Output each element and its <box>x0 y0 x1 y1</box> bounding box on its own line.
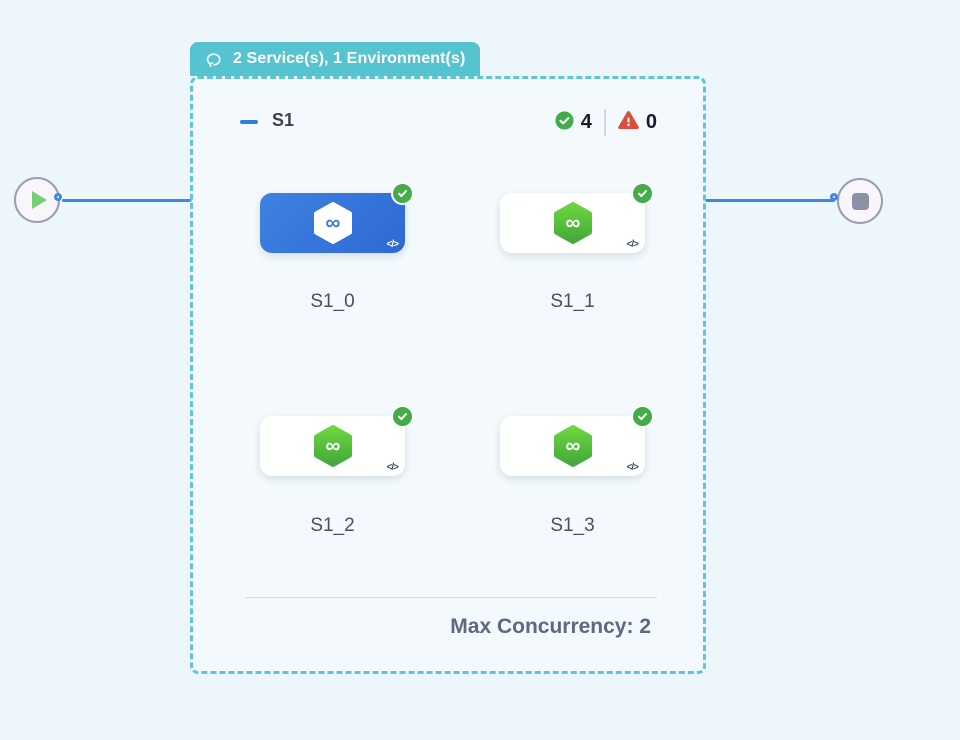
success-badge-icon <box>631 405 654 428</box>
service-label: S1_0 <box>310 291 355 312</box>
services-environments-badge[interactable]: 2 Service(s), 1 Environment(s) <box>190 42 481 76</box>
harness-service-icon: ∞ <box>313 202 352 244</box>
service-label: S1_1 <box>550 291 595 312</box>
stage-status-summary: 4 0 <box>555 109 657 136</box>
services-environments-label: 2 Service(s), 1 Environment(s) <box>233 50 466 67</box>
footer-divider <box>245 597 657 598</box>
success-badge-icon <box>391 405 414 428</box>
harness-service-icon: ∞ <box>313 425 352 467</box>
svg-text:∞: ∞ <box>325 212 340 235</box>
start-node[interactable] <box>14 177 60 223</box>
failed-count: 0 <box>645 111 657 133</box>
stop-icon <box>851 192 869 210</box>
success-badge-icon <box>631 182 654 205</box>
service-label: S1_3 <box>550 515 595 536</box>
success-count: 4 <box>580 111 592 133</box>
edge-start-to-stage <box>62 199 192 202</box>
success-circle-icon <box>555 110 574 135</box>
svg-text:∞: ∞ <box>565 212 580 235</box>
success-badge-icon <box>391 182 414 205</box>
harness-service-icon: ∞ <box>553 202 592 244</box>
code-icon: </> <box>626 462 640 473</box>
end-node[interactable] <box>837 178 883 224</box>
edge-stage-to-end <box>705 199 835 202</box>
svg-text:∞: ∞ <box>325 435 340 458</box>
harness-service-icon: ∞ <box>553 425 592 467</box>
service-card-s1-2[interactable]: ∞ </> <box>260 405 414 476</box>
service-card-s1-3[interactable]: ∞ </> <box>500 405 654 476</box>
service-card-s1-1[interactable]: ∞ </> <box>500 182 654 253</box>
collapse-icon[interactable] <box>240 120 258 124</box>
max-concurrency-label: Max Concurrency: 2 <box>450 615 651 638</box>
code-icon: </> <box>386 239 400 250</box>
service-label: S1_2 <box>310 515 355 536</box>
stats-divider <box>603 109 606 136</box>
svg-text:∞: ∞ <box>565 435 580 458</box>
stage-group-container: S1 4 0 ∞ <box>190 76 706 674</box>
code-icon: </> <box>626 239 640 250</box>
edge-port-end <box>830 193 838 201</box>
play-icon <box>32 191 47 209</box>
loop-icon <box>205 51 224 68</box>
warning-triangle-icon <box>618 110 639 135</box>
service-card-s1-0[interactable]: ∞ </> <box>260 182 414 253</box>
edge-port-start <box>54 193 62 201</box>
stage-name: S1 <box>272 110 295 130</box>
code-icon: </> <box>386 462 400 473</box>
